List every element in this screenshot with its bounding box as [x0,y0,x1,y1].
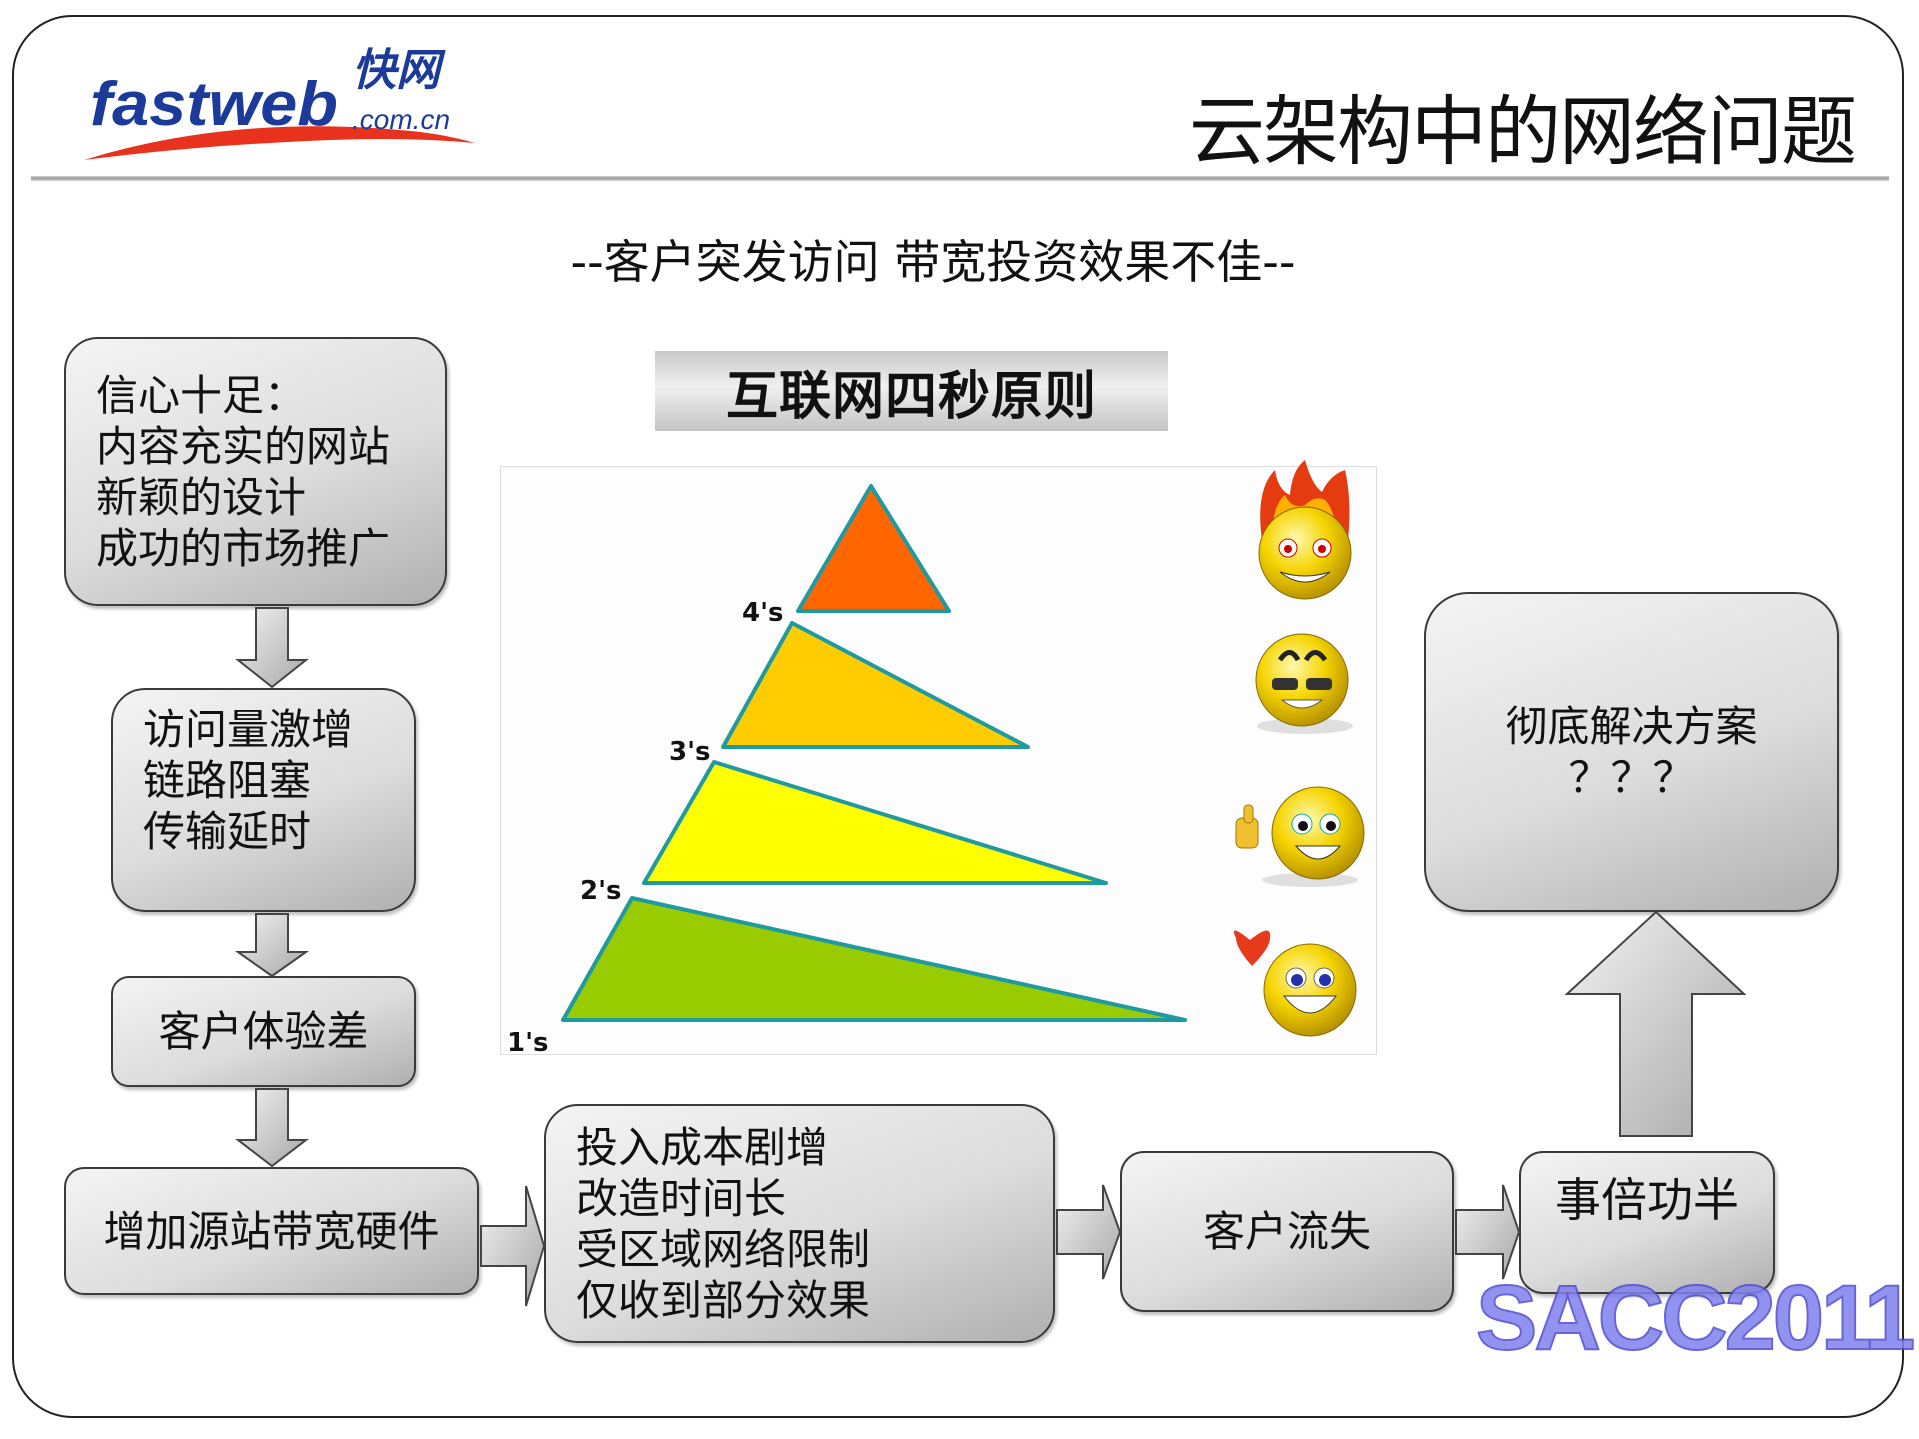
confidence-line: 成功的市场推广 [96,524,391,573]
cost-box: 投入成本剧增 改造时间长 受区域网络限制 仅收到部分效果 [544,1104,1055,1343]
hardware-box: 增加源站带宽硬件 [64,1167,479,1295]
logo-chinese: 快网 [352,46,446,95]
traffic-line: 传输延时 [143,807,312,856]
churn-text: 客户流失 [1202,1207,1371,1256]
confidence-line: 信心十足： [96,371,307,420]
solution-box: 彻底解决方案 ？？？ [1424,592,1839,912]
solution-line: 彻底解决方案 [1505,702,1758,751]
cost-line: 投入成本剧增 [576,1123,829,1172]
confidence-line: 内容充实的网站 [96,422,391,471]
hardware-text: 增加源站带宽硬件 [103,1206,440,1256]
traffic-line: 链路阻塞 [143,756,312,805]
solution-line: ？？？ [1568,753,1695,802]
slide-title: 云架构中的网络问题 [1189,87,1857,176]
logo-latin: fastweb [90,70,338,139]
cost-line: 受区域网络限制 [576,1225,871,1274]
logo-swoosh [84,126,475,160]
half-result-text: 事倍功半 [1555,1173,1739,1227]
half-result-box: 事倍功半 [1519,1151,1775,1294]
confidence-box: 信心十足： 内容充实的网站 新颖的设计 成功的市场推广 [64,337,447,606]
slide-subtitle: --客户突发访问 带宽投资效果不佳-- [570,235,1296,289]
sacc-watermark: SACC2011 [1475,1267,1916,1369]
title-separator [31,176,1889,181]
experience-text: 客户体验差 [158,1007,369,1056]
slide-frame [12,15,1904,1418]
four-second-rule-panel [500,466,1377,1055]
fastweb-logo: fastweb 快网 .com.cn [84,46,475,160]
traffic-box: 访问量激增 链路阻塞 传输延时 [111,688,416,912]
cost-line: 改造时间长 [576,1174,787,1223]
confidence-line: 新颖的设计 [96,473,307,522]
four-second-rule-heading: 互联网四秒原则 [655,351,1168,431]
churn-box: 客户流失 [1120,1151,1454,1312]
cost-line: 仅收到部分效果 [576,1276,871,1325]
experience-box: 客户体验差 [111,976,416,1087]
traffic-line: 访问量激增 [143,705,354,754]
logo-domain: .com.cn [352,104,450,135]
